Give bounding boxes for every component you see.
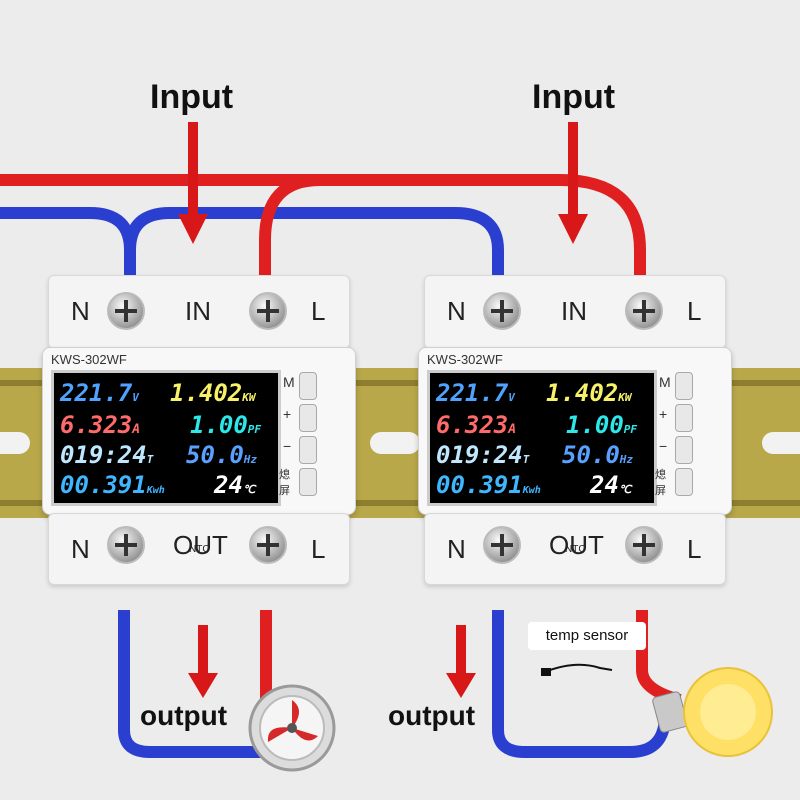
temp-sensor-probe	[541, 663, 613, 676]
m-button[interactable]	[299, 372, 317, 400]
pf-unit: PF	[623, 423, 638, 436]
fan-image	[248, 684, 336, 772]
plus-button[interactable]	[675, 404, 693, 432]
terminal-label-in: IN	[185, 296, 211, 326]
terminal-label-l: L	[687, 296, 702, 326]
terminal-label-l: L	[687, 534, 702, 564]
button-label-minus: −	[659, 438, 668, 454]
pf-unit: PF	[247, 423, 262, 436]
energy-unit: Kwh	[522, 485, 541, 496]
power-unit: KW	[242, 391, 256, 404]
energy-meter-right: N IN L KWS-302WF 221.7V 1.402KW 6.323A 1…	[418, 275, 732, 585]
power-value: 1.402	[546, 379, 619, 407]
display-panel: KWS-302WF 221.7V 1.402KW 6.323A 1.00PF 0…	[42, 347, 356, 515]
model-label: KWS-302WF	[51, 352, 127, 367]
button-label-screen-off: 熄屏	[655, 469, 666, 497]
output-arrow-right	[446, 625, 476, 698]
voltage-unit: V	[508, 391, 515, 404]
input-arrow-left	[178, 122, 208, 244]
button-label-plus: +	[659, 406, 668, 422]
bottom-terminal-block: N OUT NTC L	[424, 513, 726, 585]
minus-button[interactable]	[299, 436, 317, 464]
terminal-label-l: L	[311, 296, 326, 326]
bottom-terminal-block: N OUT NTC L	[48, 513, 350, 585]
screw-terminal[interactable]	[625, 292, 663, 330]
screw-terminal[interactable]	[249, 292, 287, 330]
output-label-right: output	[388, 700, 476, 731]
power-unit: KW	[618, 391, 632, 404]
lcd-screen: 221.7V 1.402KW 6.323A 1.00PF 019:24T 50.…	[51, 370, 281, 506]
terminal-label-n: N	[447, 534, 466, 564]
input-label-right: Input	[532, 78, 616, 116]
screw-terminal[interactable]	[107, 292, 145, 330]
pf-value: 1.00	[190, 411, 248, 439]
current-unit: A	[508, 422, 517, 437]
input-arrow-right	[558, 122, 588, 244]
energy-value: 00.391	[436, 471, 523, 499]
input-wires	[0, 174, 646, 281]
plus-button[interactable]	[299, 404, 317, 432]
temp-unit: ℃	[618, 483, 632, 496]
ntc-label: NTC	[189, 544, 210, 555]
energy-value: 00.391	[60, 471, 147, 499]
terminal-label-l: L	[311, 534, 326, 564]
terminal-label-n: N	[447, 296, 466, 326]
freq-value: 50.0	[562, 441, 620, 469]
button-label-m: M	[283, 374, 295, 390]
terminal-label-n: N	[71, 534, 90, 564]
screw-terminal[interactable]	[249, 526, 287, 564]
power-value: 1.402	[170, 379, 243, 407]
voltage-value: 221.7	[436, 379, 509, 407]
freq-value: 50.0	[186, 441, 244, 469]
voltage-unit: V	[132, 391, 139, 404]
output-arrow-left	[188, 625, 218, 698]
ntc-label: NTC	[565, 544, 586, 555]
terminal-label-n: N	[71, 296, 90, 326]
energy-unit: Kwh	[146, 485, 165, 496]
temp-unit: ℃	[242, 483, 256, 496]
temp-value: 24	[214, 471, 243, 499]
terminal-label-out: OUT	[549, 530, 604, 560]
pf-value: 1.00	[566, 411, 624, 439]
terminal-label-out: OUT	[173, 530, 228, 560]
screw-terminal[interactable]	[107, 526, 145, 564]
rail-slot	[370, 432, 420, 454]
model-label: KWS-302WF	[427, 352, 503, 367]
time-unit: T	[522, 453, 530, 466]
lcd-screen: 221.7V 1.402KW 6.323A 1.00PF 019:24T 50.…	[427, 370, 657, 506]
m-button[interactable]	[675, 372, 693, 400]
current-unit: A	[132, 422, 141, 437]
screen-off-button[interactable]	[299, 468, 317, 496]
time-unit: T	[146, 453, 154, 466]
freq-unit: Hz	[243, 453, 258, 466]
time-value: 019:24	[60, 441, 147, 469]
terminal-label-in: IN	[561, 296, 587, 326]
current-value: 6.323	[436, 411, 509, 439]
minus-button[interactable]	[675, 436, 693, 464]
time-value: 019:24	[436, 441, 523, 469]
screw-terminal[interactable]	[625, 526, 663, 564]
rail-slot	[0, 432, 30, 454]
output-label-left: output	[140, 700, 228, 731]
display-panel: KWS-302WF 221.7V 1.402KW 6.323A 1.00PF 0…	[418, 347, 732, 515]
current-value: 6.323	[60, 411, 133, 439]
rail-slot	[762, 432, 800, 454]
screw-terminal[interactable]	[483, 526, 521, 564]
screw-terminal[interactable]	[483, 292, 521, 330]
screen-off-button[interactable]	[675, 468, 693, 496]
light-bulb-image	[652, 667, 773, 757]
temp-value: 24	[590, 471, 619, 499]
freq-unit: Hz	[619, 453, 634, 466]
input-label-left: Input	[150, 78, 234, 116]
voltage-value: 221.7	[60, 379, 133, 407]
energy-meter-left: N IN L KWS-302WF 221.7V 1.402KW 6.323A 1…	[42, 275, 356, 585]
temp-sensor-label: temp sensor	[528, 622, 646, 650]
top-terminal-block: N IN L	[424, 275, 726, 349]
button-label-plus: +	[283, 406, 292, 422]
button-label-screen-off: 熄屏	[279, 469, 290, 497]
top-terminal-block: N IN L	[48, 275, 350, 349]
button-label-minus: −	[283, 438, 292, 454]
button-label-m: M	[659, 374, 671, 390]
